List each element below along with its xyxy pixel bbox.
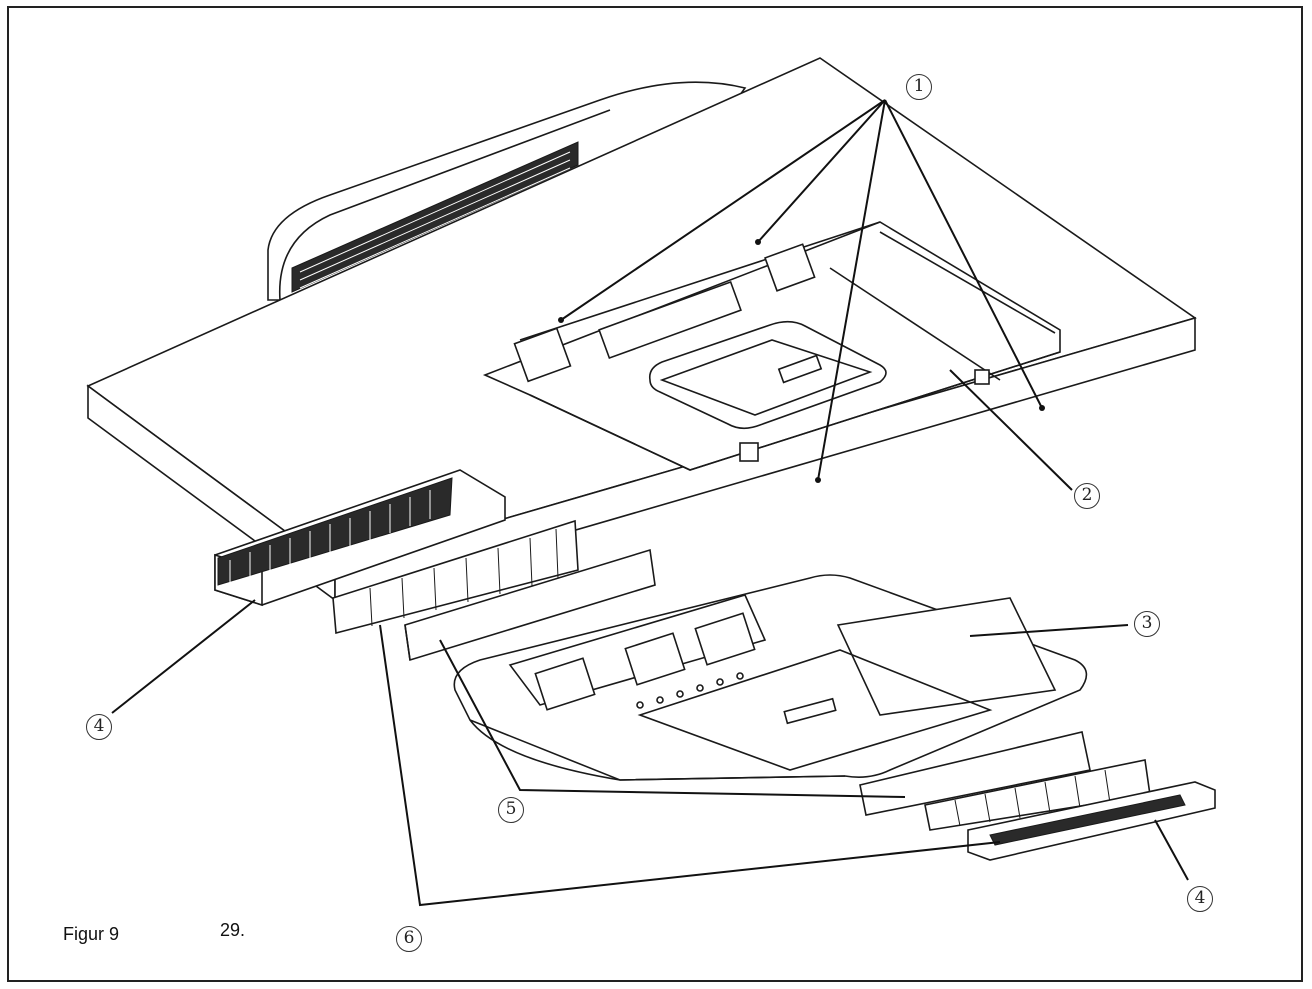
- ceiling-unit: [453, 574, 1088, 781]
- mounting-frame: [482, 221, 1061, 471]
- figure-caption-label: Figur 9: [63, 924, 120, 944]
- callout-3: 3: [1134, 611, 1160, 637]
- callout-4-right: 4: [1187, 886, 1213, 912]
- seal-strip-right: [859, 731, 1091, 816]
- roof-unit-grille: [291, 141, 579, 293]
- air-outlet-right: [967, 781, 1216, 861]
- seal-strip-left: [404, 548, 656, 662]
- ceiling-unit-buttons: [636, 672, 744, 709]
- filter-left: [332, 519, 579, 635]
- callout-1: 1: [906, 74, 932, 100]
- callout-5: 5: [498, 797, 524, 823]
- roof-unit: [267, 81, 747, 301]
- leader-lines: [111, 99, 1189, 907]
- mounting-frame-opening: [648, 320, 887, 430]
- callout-2: 2: [1074, 483, 1100, 509]
- callout-4-left: 4: [86, 714, 112, 740]
- figure-caption-page: 29.: [220, 920, 246, 940]
- air-outlet-left: [214, 469, 506, 607]
- callout-6: 6: [396, 926, 422, 952]
